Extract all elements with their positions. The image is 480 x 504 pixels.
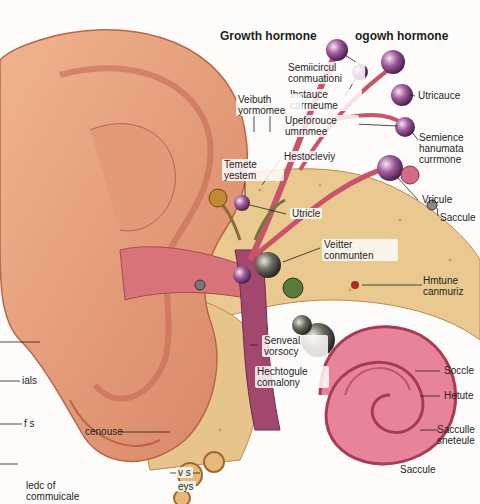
part-label: Veitter conmunten	[322, 239, 398, 261]
part-label: cenouse	[85, 426, 123, 437]
part-label: v s	[176, 467, 193, 478]
part-label: ials	[22, 375, 37, 386]
part-label: Utricle	[290, 208, 322, 219]
part-label: Hestocleviy	[282, 151, 337, 162]
part-label: Semiicircul conmuationi	[286, 62, 365, 84]
heading-label: Growth hormone	[220, 30, 317, 43]
part-label: Hetute	[444, 390, 473, 401]
part-label: Upeforouce umrnmee	[283, 115, 359, 137]
part-label: Vricule	[422, 194, 452, 205]
heading-label: ogowh hormone	[355, 30, 448, 43]
part-label: Senveal vorsocy	[262, 335, 328, 357]
part-label: Veibuth yormomee	[236, 94, 302, 116]
part-label: Semience hanumata currmone	[419, 132, 477, 165]
part-label: Soccle	[444, 365, 474, 376]
part-label: Hmtune canmuriz	[423, 275, 477, 297]
part-label: Temete yestem	[222, 159, 284, 181]
part-label: Sacculle sneteule	[437, 424, 477, 446]
part-label: eys	[176, 481, 196, 492]
part-label: Utricauce	[418, 90, 460, 101]
part-label: Saccule	[400, 464, 436, 475]
part-label: Hechtogule comalony	[255, 366, 329, 388]
part-label: f s	[24, 418, 35, 429]
part-label: Saccule	[440, 212, 476, 223]
part-label: ledc of commuicale	[26, 480, 96, 502]
